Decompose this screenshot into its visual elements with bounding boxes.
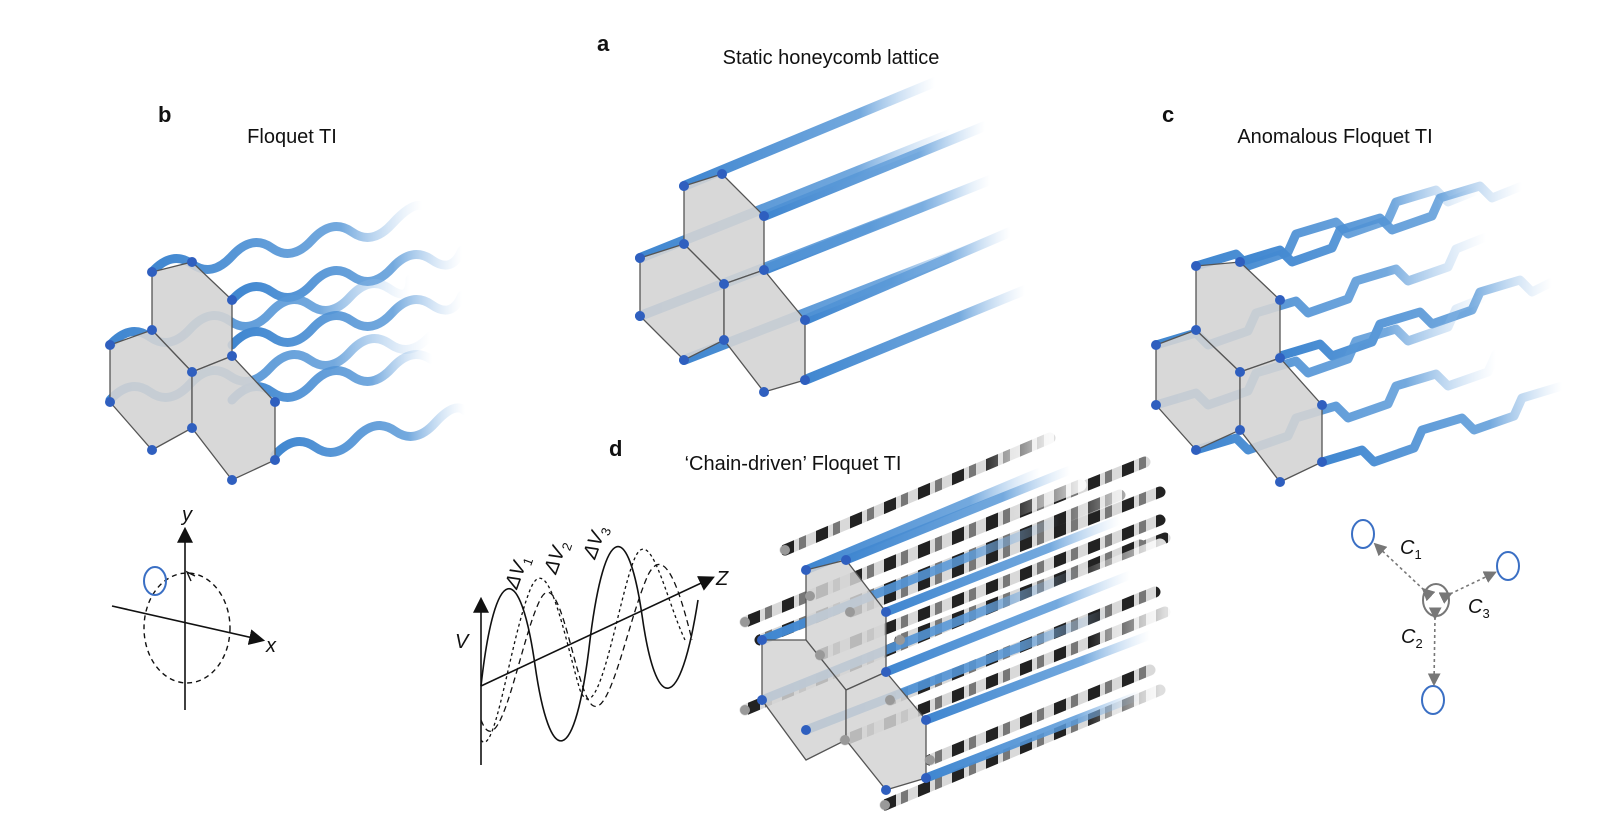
- stepped-waveguides: [1151, 181, 1567, 467]
- panel-d: d ‘Chain-driven’ Floquet TI V Z ΔV1 ΔV2 …: [455, 431, 1172, 811]
- panel-a: a Static honeycomb lattice: [597, 31, 1030, 397]
- blue-driven-rods: [757, 465, 1155, 783]
- chain-nodes: [740, 545, 935, 810]
- c1-label: C1: [1400, 537, 1422, 562]
- y-axis-label: y: [180, 504, 193, 526]
- panel-d-label: d: [609, 436, 622, 461]
- ring-bottom-icon: [1421, 685, 1445, 715]
- panel-c-title: Anomalous Floquet TI: [1237, 126, 1432, 148]
- x-axis-label: x: [265, 635, 277, 657]
- ring-right-icon: [1496, 551, 1520, 581]
- panel-c: c Anomalous Floquet TI: [1151, 102, 1567, 715]
- modulation-plot: V Z ΔV1 ΔV2 ΔV3: [455, 522, 729, 765]
- panel-b: b Floquet TI: [105, 102, 470, 710]
- panel-b-title: Floquet TI: [247, 126, 337, 148]
- c2-label: C2: [1401, 626, 1423, 651]
- z-axis-label: Z: [715, 568, 729, 590]
- coupling-inset: C1 C3 C2: [1351, 519, 1520, 715]
- panel-a-title: Static honeycomb lattice: [723, 47, 940, 69]
- v-axis-label: V: [455, 631, 470, 653]
- floquet-nodes: [105, 257, 280, 485]
- ring-top-left-icon: [1351, 519, 1375, 549]
- panel-b-label: b: [158, 102, 171, 127]
- panel-c-label: c: [1162, 102, 1174, 127]
- anomalous-nodes: [1151, 257, 1327, 487]
- chain-hexagons: [761, 559, 927, 791]
- dv3-label: ΔV3: [579, 522, 614, 563]
- panel-d-title: ‘Chain-driven’ Floquet TI: [685, 453, 902, 475]
- anomalous-hexagons: [1155, 261, 1323, 483]
- dv2-label: ΔV2: [540, 537, 575, 578]
- panel-a-label: a: [597, 31, 610, 56]
- static-nodes: [635, 169, 810, 397]
- waveguide-ring-icon: [143, 566, 167, 596]
- center-ring-icon: [1422, 583, 1450, 617]
- dv1-label: ΔV1: [501, 552, 536, 593]
- c3-label: C3: [1468, 596, 1490, 621]
- xy-axes-inset: y x: [111, 504, 277, 710]
